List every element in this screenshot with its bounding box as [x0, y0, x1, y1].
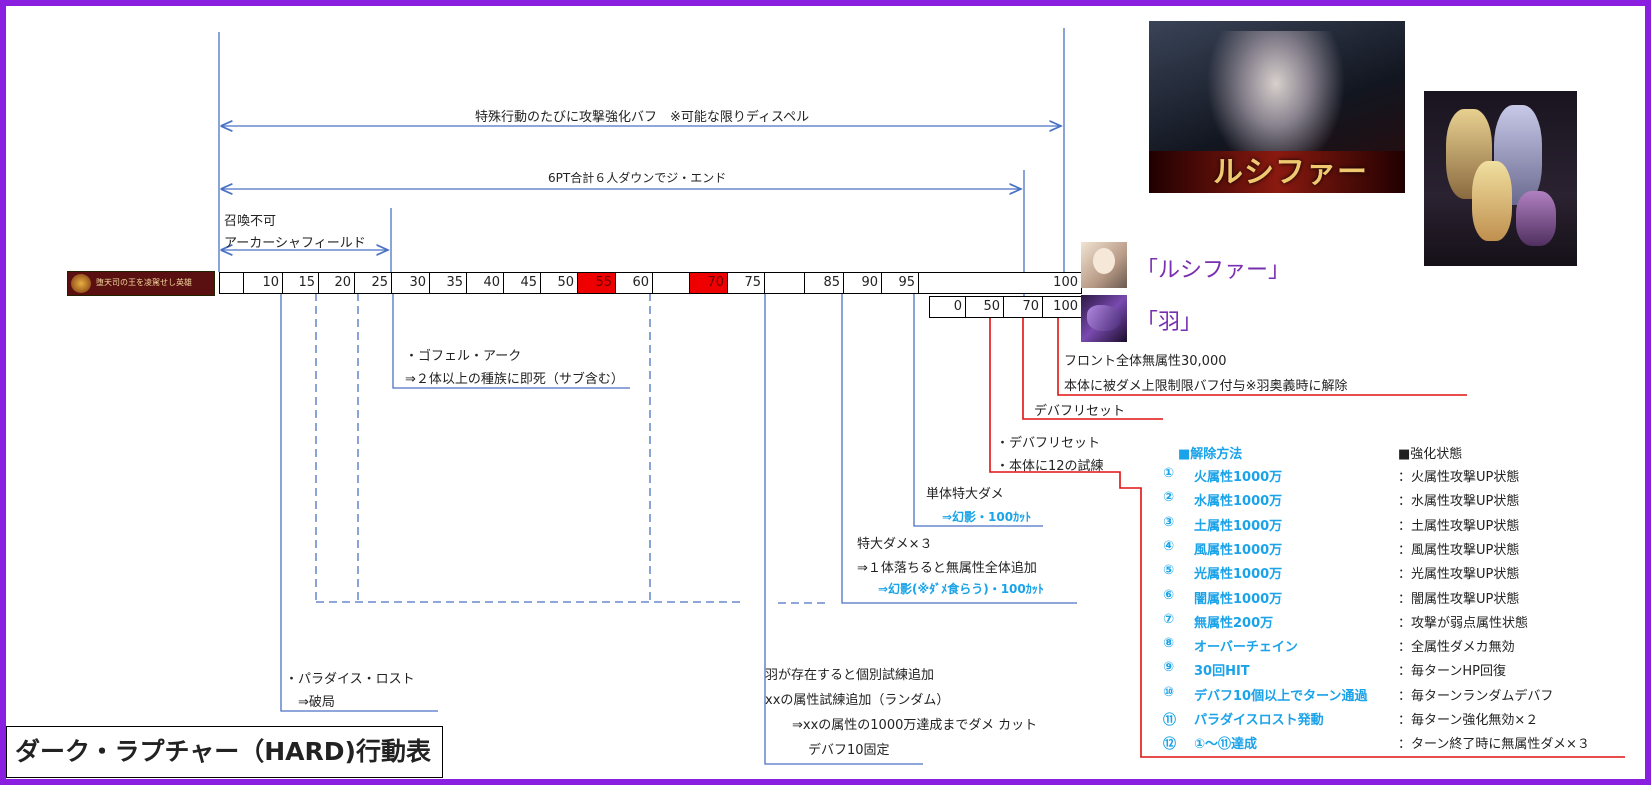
trial-method: デバフ10個以上でターン通過: [1194, 685, 1367, 704]
trial-number: ⑤: [1163, 563, 1174, 578]
trial-number: ④: [1163, 539, 1174, 554]
trial-number: ⑫: [1163, 733, 1176, 752]
timeline-cell: 50: [540, 272, 578, 294]
trial-status: ：光属性攻撃UP状態: [1398, 563, 1519, 582]
timeline-cell: [219, 272, 244, 294]
timeline-cell: 40: [466, 272, 504, 294]
trial-status: ：風属性攻撃UP状態: [1398, 539, 1519, 558]
wing-timeline-cell: 0: [929, 296, 966, 318]
boss-header-badge: 堕天司の王を凌駕せし英雄: [67, 271, 215, 296]
field-label: アーカーシャフィールド: [224, 232, 366, 251]
hp75-note-4: デバフ10固定: [808, 739, 890, 758]
no-summon-label: 召喚不可: [224, 210, 276, 229]
hp75-note-2: xxの属性試練追加（ランダム）: [765, 689, 949, 708]
timeline-cell: 35: [429, 272, 467, 294]
badge-text: 堕天司の王を凌駕せし英雄: [96, 277, 192, 288]
wing100-note-2: 本体に被ダメ上限制限バフ付与※羽奥義時に解除: [1064, 375, 1348, 394]
wing100-note-1: フロント全体無属性30,000: [1064, 350, 1227, 369]
trial-number: ⑪: [1163, 709, 1176, 728]
game-end-label: 6PT合計６人ダウンでジ・エンド: [548, 169, 726, 186]
trial-method: 光属性1000万: [1194, 563, 1282, 582]
hp95-note-1: 単体特大ダメ: [926, 483, 1004, 502]
trials-method-header: ■解除方法: [1178, 443, 1242, 462]
trial-method: 土属性1000万: [1194, 515, 1282, 534]
wing50-note-1: ・デバフリセット: [996, 432, 1100, 451]
paradise-note-1: ・パラダイス・ロスト: [285, 668, 415, 687]
lucifer-banner-image: ルシファー: [1149, 21, 1405, 193]
wing-timeline-cell: 50: [965, 296, 1004, 318]
timeline-cell: 25: [354, 272, 392, 294]
hp75-note-3: ⇒xxの属性の1000万達成までダメ カット: [792, 714, 1037, 733]
trial-number: ①: [1163, 466, 1174, 481]
lucifer-label: 「ルシファー」: [1136, 252, 1290, 284]
wing50-note-2: ・本体に12の試練: [996, 455, 1104, 474]
timeline-cell: 55: [577, 272, 616, 294]
timeline-cell: 30: [391, 272, 430, 294]
paradise-note-2: ⇒破局: [298, 691, 335, 710]
trial-status: ：土属性攻撃UP状態: [1398, 515, 1519, 534]
party-characters-image: [1424, 91, 1577, 266]
trial-method: 闇属性1000万: [1194, 588, 1282, 607]
trial-number: ⑥: [1163, 588, 1174, 603]
trial-method: ①～⑪達成: [1194, 733, 1257, 752]
wing-timeline-cell: 100: [1042, 296, 1082, 318]
timeline-cell: 100: [918, 272, 1082, 294]
hp85-note-3: ⇒幻影(※ﾀﾞﾒ食らう)・100ｶｯﾄ: [878, 580, 1044, 597]
trial-status: ：闇属性攻撃UP状態: [1398, 588, 1519, 607]
trial-method: オーバーチェイン: [1194, 636, 1298, 655]
timeline-cell: 70: [689, 272, 728, 294]
trial-method: 火属性1000万: [1194, 466, 1282, 485]
gofel-note-1: ・ゴフェル・アーク: [405, 345, 521, 364]
gofel-note-2: ⇒２体以上の種族に即死（サブ含む）: [405, 368, 624, 387]
wing70-note: デバフリセット: [1034, 400, 1125, 419]
timeline-cell: [652, 272, 690, 294]
hp75-note-1: 羽が存在すると個別試練追加: [765, 664, 934, 683]
attack-buff-label: 特殊行動のたびに攻撃強化バフ ※可能な限りディスペル: [475, 106, 809, 125]
trial-status: ：ターン終了時に無属性ダメ×３: [1398, 733, 1590, 752]
hp95-note-2: ⇒幻影・100ｶｯﾄ: [942, 508, 1031, 525]
trial-method: 無属性200万: [1194, 612, 1273, 631]
trial-number: ②: [1163, 490, 1174, 505]
trial-status: ：全属性ダメカ無効: [1398, 636, 1515, 655]
timeline-cell: 75: [727, 272, 765, 294]
wing-portrait: [1081, 295, 1127, 342]
wing-label: 「羽」: [1136, 304, 1202, 336]
trial-status: ：水属性攻撃UP状態: [1398, 490, 1519, 509]
banner-title: ルシファー: [1213, 147, 1368, 191]
hp85-note-2: ⇒１体落ちると無属性全体追加: [857, 557, 1037, 576]
hp85-note-1: 特大ダメ×３: [857, 533, 933, 552]
trial-number: ⑨: [1163, 660, 1174, 675]
trial-number: ⑧: [1163, 636, 1174, 651]
trial-method: 30回HIT: [1194, 660, 1250, 679]
timeline-cell: 20: [318, 272, 355, 294]
trial-number: ⑦: [1163, 612, 1174, 627]
lucifer-portrait: [1081, 242, 1127, 288]
timeline-cell: 90: [843, 272, 882, 294]
trial-method: パラダイスロスト発動: [1194, 709, 1324, 728]
timeline-cell: 10: [243, 272, 283, 294]
trials-status-header: ■強化状態: [1398, 443, 1462, 462]
trial-status: ：毎ターンHP回復: [1398, 660, 1506, 679]
timeline-cell: 85: [804, 272, 844, 294]
trial-status: ：火属性攻撃UP状態: [1398, 466, 1519, 485]
trial-number: ⑩: [1163, 685, 1174, 700]
trial-number: ③: [1163, 515, 1174, 530]
timeline-cell: [764, 272, 805, 294]
page-title: ダーク・ラプチャー（HARD)行動表: [6, 726, 443, 778]
trial-status: ：攻撃が弱点属性状態: [1398, 612, 1528, 631]
timeline-cell: 15: [282, 272, 319, 294]
timeline-cell: 95: [881, 272, 919, 294]
trial-method: 水属性1000万: [1194, 490, 1282, 509]
timeline-cell: 60: [615, 272, 653, 294]
trial-status: ：毎ターン強化無効×２: [1398, 709, 1538, 728]
wing-timeline-cell: 70: [1003, 296, 1043, 318]
timeline-cell: 45: [503, 272, 541, 294]
trial-status: ：毎ターンランダムデバフ: [1398, 685, 1553, 704]
badge-emblem-icon: [71, 274, 91, 293]
trial-method: 風属性1000万: [1194, 539, 1282, 558]
